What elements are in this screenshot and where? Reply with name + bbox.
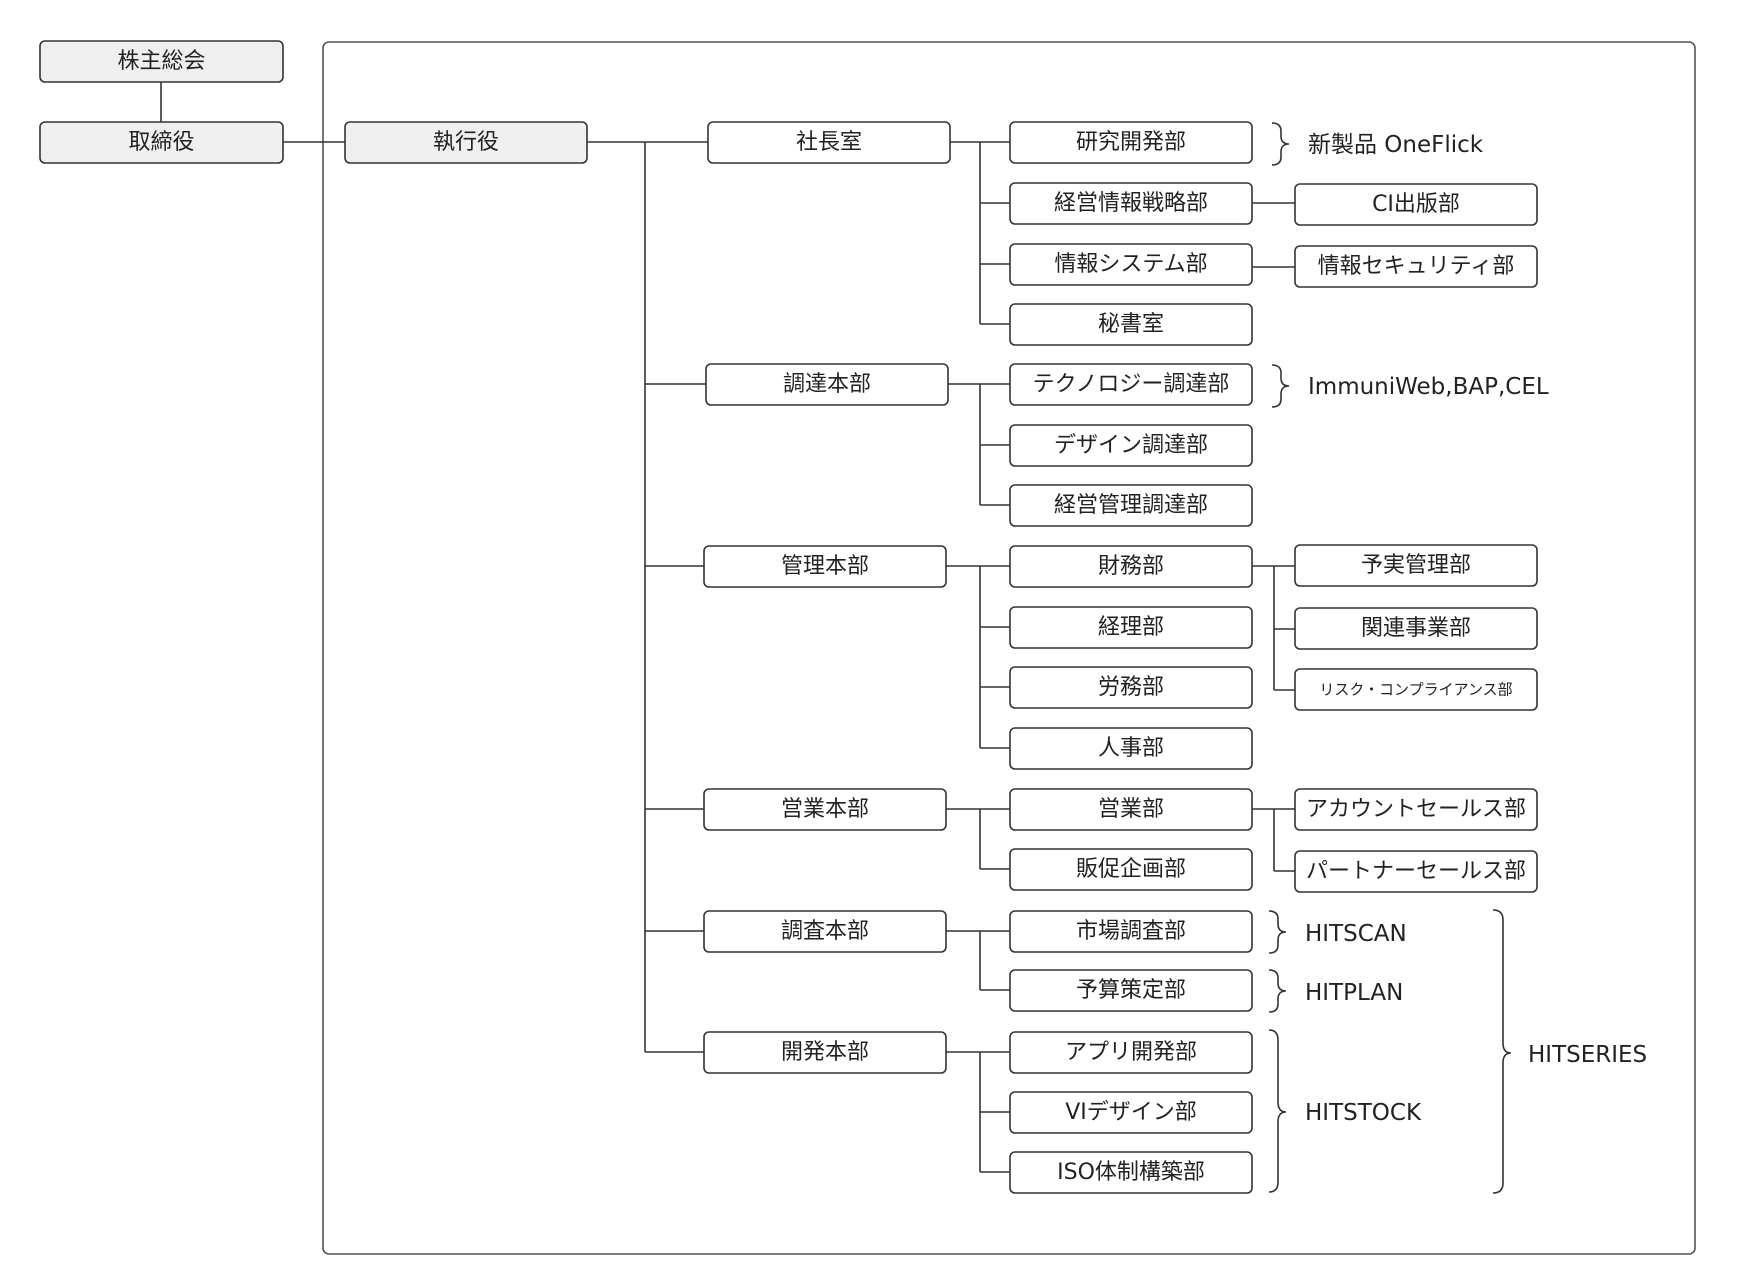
department-box: 予算策定部 xyxy=(1009,969,1253,1012)
division-box-procurement: 調達本部 xyxy=(705,363,949,406)
department-box: 経理部 xyxy=(1009,606,1253,649)
department-box: デザイン調達部 xyxy=(1009,424,1253,467)
department-label: 予算策定部 xyxy=(1076,978,1186,1003)
department-label: 財務部 xyxy=(1098,554,1164,579)
department-box: 営業部 xyxy=(1009,788,1253,831)
brace-hitplan xyxy=(1268,969,1287,1013)
department-label: テクノロジー調達部 xyxy=(1033,372,1230,397)
division-box-shachoshitsu: 社長室 xyxy=(707,121,951,164)
note-oneflick: 新製品 OneFlick xyxy=(1308,132,1484,158)
note-immuniweb: ImmuniWeb,BAP,CEL xyxy=(1308,374,1549,400)
sub-department-box: 予実管理部 xyxy=(1294,544,1538,587)
department-label: デザイン調達部 xyxy=(1054,433,1208,458)
department-label: 販促企画部 xyxy=(1076,857,1186,882)
division-box-sales: 営業本部 xyxy=(703,788,947,831)
department-label: ISO体制構築部 xyxy=(1057,1160,1205,1185)
department-label: 経理部 xyxy=(1098,615,1164,640)
division-label: 調査本部 xyxy=(781,919,869,944)
department-box: テクノロジー調達部 xyxy=(1009,363,1253,406)
department-box: 市場調査部 xyxy=(1009,910,1253,953)
sub-department-label: 情報セキュリティ部 xyxy=(1318,254,1515,279)
note-hitplan: HITPLAN xyxy=(1305,980,1403,1006)
sub-department-label: 予実管理部 xyxy=(1361,553,1471,578)
department-label: VIデザイン部 xyxy=(1065,1100,1197,1125)
division-box-administration: 管理本部 xyxy=(703,545,947,588)
department-box: 経営管理調達部 xyxy=(1009,484,1253,527)
department-box: 研究開発部 xyxy=(1009,121,1253,164)
division-label: 営業本部 xyxy=(781,797,869,822)
sub-department-box: 関連事業部 xyxy=(1294,607,1538,650)
division-box-development: 開発本部 xyxy=(703,1031,947,1074)
sub-department-label: アカウントセールス部 xyxy=(1306,797,1526,822)
shareholders-label: 株主総会 xyxy=(117,49,205,74)
sub-department-box: パートナーセールス部 xyxy=(1294,850,1538,893)
department-label: 営業部 xyxy=(1098,797,1164,822)
executive-label: 執行役 xyxy=(433,130,499,155)
brace-hitseries xyxy=(1492,909,1512,1194)
department-label: 経営管理調達部 xyxy=(1054,493,1208,518)
connectors xyxy=(160,82,1295,1173)
executive-frame xyxy=(322,41,1696,1255)
department-label: 秘書室 xyxy=(1098,312,1164,337)
department-box: 人事部 xyxy=(1009,727,1253,770)
shareholders-box: 株主総会 xyxy=(39,40,284,83)
note-hitscan: HITSCAN xyxy=(1305,921,1407,947)
department-box: 販促企画部 xyxy=(1009,848,1253,891)
sub-department-label: CI出版部 xyxy=(1372,192,1460,217)
sub-department-box: アカウントセールス部 xyxy=(1294,788,1538,831)
sub-department-label: パートナーセールス部 xyxy=(1306,859,1526,884)
department-label: 情報システム部 xyxy=(1054,252,1207,277)
executive-box: 執行役 xyxy=(344,121,588,164)
note-hitseries: HITSERIES xyxy=(1528,1042,1647,1068)
brace-immuniweb xyxy=(1271,364,1290,408)
department-label: 労務部 xyxy=(1098,675,1164,700)
note-hitstock: HITSTOCK xyxy=(1305,1100,1422,1126)
division-label: 開発本部 xyxy=(781,1040,869,1065)
sub-department-box: 情報セキュリティ部 xyxy=(1294,245,1538,288)
department-label: 人事部 xyxy=(1098,736,1164,761)
sub-department-label: リスク・コンプライアンス部 xyxy=(1319,681,1512,699)
department-box: ISO体制構築部 xyxy=(1009,1151,1253,1194)
department-label: 市場調査部 xyxy=(1076,919,1186,944)
department-box: 秘書室 xyxy=(1009,303,1253,346)
sub-department-label: 関連事業部 xyxy=(1361,616,1471,641)
department-box: 財務部 xyxy=(1009,545,1253,588)
brace-oneflick xyxy=(1271,122,1290,166)
sub-department-box: リスク・コンプライアンス部 xyxy=(1294,668,1538,711)
division-label: 社長室 xyxy=(796,130,862,155)
division-label: 調達本部 xyxy=(783,372,871,397)
department-label: アプリ開発部 xyxy=(1065,1040,1197,1065)
board-label: 取締役 xyxy=(128,130,194,155)
brace-hitstock xyxy=(1268,1029,1287,1193)
sub-department-box: CI出版部 xyxy=(1294,183,1538,226)
division-box-research: 調査本部 xyxy=(703,910,947,953)
department-label: 経営情報戦略部 xyxy=(1054,191,1208,216)
department-box: 情報システム部 xyxy=(1009,243,1253,286)
department-box: 経営情報戦略部 xyxy=(1009,182,1253,225)
department-box: 労務部 xyxy=(1009,666,1253,709)
department-box: VIデザイン部 xyxy=(1009,1091,1253,1134)
brace-hitscan xyxy=(1268,910,1287,954)
department-box: アプリ開発部 xyxy=(1009,1031,1253,1074)
division-label: 管理本部 xyxy=(781,554,869,579)
department-label: 研究開発部 xyxy=(1076,130,1186,155)
board-box: 取締役 xyxy=(39,121,284,164)
braces xyxy=(1268,122,1512,1194)
